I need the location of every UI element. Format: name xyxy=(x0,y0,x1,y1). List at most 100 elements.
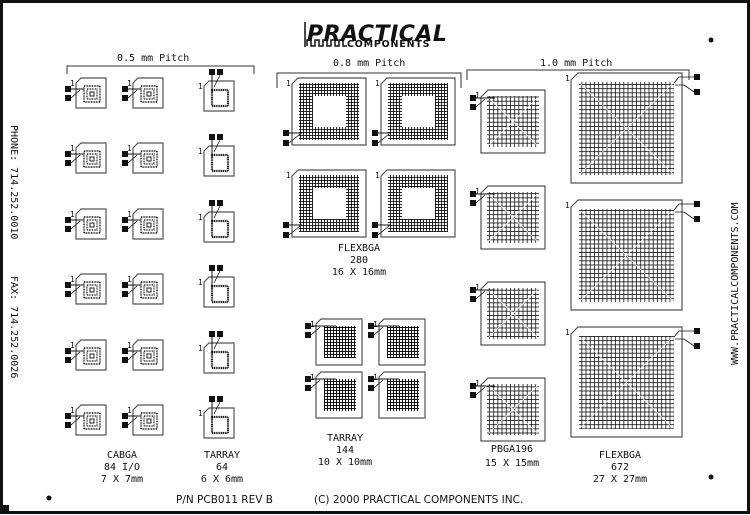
corner-square xyxy=(3,505,9,511)
pbga196-footprint: 1 xyxy=(470,185,546,250)
phone-number: PHONE: 714.252.0010 xyxy=(8,125,19,239)
tarray-64-footprint: 1 xyxy=(198,331,235,374)
pin1-marker: 1 xyxy=(127,406,132,415)
cabga-footprint: 1 xyxy=(122,273,164,305)
svg-text:CABGA: CABGA xyxy=(107,450,137,461)
svg-text:64: 64 xyxy=(216,462,228,473)
svg-text:16 X 16mm: 16 X 16mm xyxy=(332,267,386,278)
caption-pbga196: PBGA196 15 X 15mm xyxy=(485,444,539,469)
svg-text:144: 144 xyxy=(336,445,354,456)
pin1-marker: 1 xyxy=(475,91,480,100)
fiducial-bottom-left xyxy=(46,495,52,501)
svg-text:280: 280 xyxy=(350,255,368,266)
tarray-64-footprint: 1 xyxy=(198,265,235,308)
pin1-marker: 1 xyxy=(127,210,132,219)
pin1-marker: 1 xyxy=(127,341,132,350)
pin1-marker: 1 xyxy=(70,341,75,350)
pin1-marker: 1 xyxy=(127,275,132,284)
caption-tarray-144: TARRAY 144 10 X 10mm xyxy=(318,433,372,468)
pin1-marker: 1 xyxy=(198,147,203,156)
pin1-marker: 1 xyxy=(565,74,570,83)
pin1-marker: 1 xyxy=(198,278,203,287)
pitch-label: 1.0 mm Pitch xyxy=(540,58,612,69)
part-number: P/N PCB011 REV B xyxy=(176,494,273,506)
logo-text-components: COMPONENTS xyxy=(347,39,430,50)
pitch-section-0.8: 0.8 mm Pitch xyxy=(276,58,462,88)
fiducial-top-right xyxy=(708,37,714,43)
cabga-footprint: 1 xyxy=(122,339,164,371)
cabga-footprint: 1 xyxy=(122,208,164,240)
svg-text:6 X 6mm: 6 X 6mm xyxy=(201,474,243,485)
tarray-144-footprint: 1 xyxy=(368,318,426,366)
pin1-marker: 1 xyxy=(475,283,480,292)
pin1-marker: 1 xyxy=(70,144,75,153)
logo: PRACTICAL COMPONENTS xyxy=(304,22,447,50)
tarray-64-footprint: 1 xyxy=(198,69,235,112)
pin1-marker: 1 xyxy=(375,171,380,180)
pin1-marker: 1 xyxy=(565,328,570,337)
pin1-marker: 1 xyxy=(375,79,380,88)
tarray-144-footprint: 1 xyxy=(368,371,426,419)
pbga196-footprint: 1 xyxy=(470,89,546,154)
copyright: (C) 2000 PRACTICAL COMPONENTS INC. xyxy=(314,494,523,506)
pin1-marker: 1 xyxy=(565,201,570,210)
svg-text:7 X 7mm: 7 X 7mm xyxy=(101,474,143,485)
svg-text:TARRAY: TARRAY xyxy=(204,450,240,461)
flexbga-280-footprint: 1 xyxy=(283,169,367,238)
cabga-footprint: 1 xyxy=(122,404,164,436)
cabga-footprint: 1 xyxy=(65,208,107,240)
cabga-footprint: 1 xyxy=(65,77,107,109)
svg-text:TARRAY: TARRAY xyxy=(327,433,363,444)
flexbga-280-footprint: 1 xyxy=(372,169,456,238)
caption-tarray-64: TARRAY 64 6 X 6mm xyxy=(201,450,243,485)
pin1-marker: 1 xyxy=(198,82,203,91)
tarray-144-footprint: 1 xyxy=(305,318,363,366)
flexbga-280-footprint: 1 xyxy=(372,77,456,146)
pbga196-footprint: 1 xyxy=(470,377,546,442)
cabga-footprint: 1 xyxy=(65,339,107,371)
pitch-label: 0.5 mm Pitch xyxy=(117,53,189,64)
pin1-marker: 1 xyxy=(475,379,480,388)
fax-number: FAX: 714.252.0026 xyxy=(8,276,19,378)
pin1-marker: 1 xyxy=(373,320,378,329)
pin1-marker: 1 xyxy=(70,79,75,88)
tarray-64-footprint: 1 xyxy=(198,200,235,243)
pin1-marker: 1 xyxy=(310,320,315,329)
pin1-marker: 1 xyxy=(310,373,315,382)
caption-cabga: CABGA 84 I/O 7 X 7mm xyxy=(101,450,143,485)
svg-text:FLEXBGA: FLEXBGA xyxy=(599,450,641,461)
website-url: WWW.PRACTICALCOMPONENTS.COM xyxy=(730,202,741,365)
pin1-marker: 1 xyxy=(286,79,291,88)
cabga-footprint: 1 xyxy=(65,273,107,305)
pbga196-footprint: 1 xyxy=(470,281,546,346)
caption-flexbga-280: FLEXBGA 280 16 X 16mm xyxy=(332,243,386,278)
pin1-marker: 1 xyxy=(286,171,291,180)
svg-text:27 X 27mm: 27 X 27mm xyxy=(593,474,647,485)
svg-text:84 I/O: 84 I/O xyxy=(104,462,140,473)
pin1-marker: 1 xyxy=(127,144,132,153)
pin1-marker: 1 xyxy=(70,210,75,219)
cabga-footprint: 1 xyxy=(65,404,107,436)
caption-flexbga-672: FLEXBGA 672 27 X 27mm xyxy=(593,450,647,485)
cabga-footprint: 1 xyxy=(122,77,164,109)
svg-text:15 X 15mm: 15 X 15mm xyxy=(485,458,539,469)
pin1-marker: 1 xyxy=(127,79,132,88)
pin1-marker: 1 xyxy=(198,213,203,222)
flexbga-672-footprint: 1 xyxy=(565,326,700,438)
pin1-marker: 1 xyxy=(198,409,203,418)
tarray-144-footprint: 1 xyxy=(305,371,363,419)
cabga-footprint: 1 xyxy=(65,142,107,174)
svg-text:10 X 10mm: 10 X 10mm xyxy=(318,457,372,468)
fiducial-bottom-right xyxy=(708,474,714,480)
flexbga-672-footprint: 1 xyxy=(565,72,700,184)
flexbga-280-footprint: 1 xyxy=(283,77,367,146)
svg-text:PBGA196: PBGA196 xyxy=(491,444,533,455)
pin1-marker: 1 xyxy=(70,406,75,415)
svg-text:672: 672 xyxy=(611,462,629,473)
pin1-marker: 1 xyxy=(198,344,203,353)
cabga-footprint: 1 xyxy=(122,142,164,174)
flexbga-672-footprint: 1 xyxy=(565,199,700,311)
svg-text:FLEXBGA: FLEXBGA xyxy=(338,243,380,254)
pin1-marker: 1 xyxy=(475,187,480,196)
